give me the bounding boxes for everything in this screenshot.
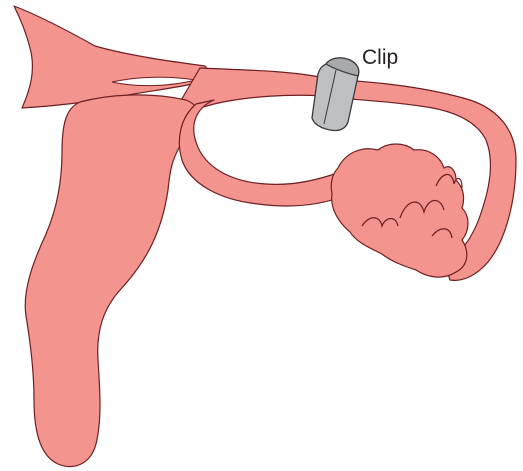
ovary-bulb [331,144,468,277]
clip-device [312,58,359,131]
uterine-body [25,95,196,467]
clip-label: Clip [362,47,398,68]
fimbriae-left [14,6,214,108]
